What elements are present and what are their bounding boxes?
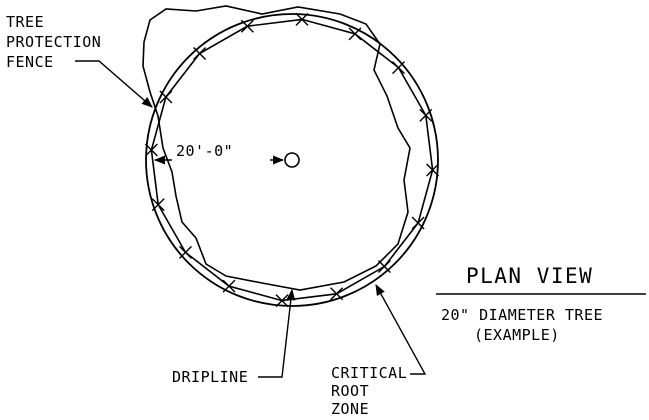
fence-post-4 [419,108,433,122]
tree-size-label: 20" DIAMETER TREE [441,306,603,324]
fence-post-6 [411,216,425,230]
fence-post-2 [348,27,362,41]
tree-trunk-circle [284,152,300,168]
dripline-leader-arrow [258,288,296,378]
fence-post-9 [275,294,289,308]
dimension-label: 20'-0" [176,142,233,160]
fence-post-5 [426,163,440,177]
root-zone-label-line-2: ROOT [331,382,369,400]
example-label: (EXAMPLE) [474,326,560,344]
fence-post-12 [151,198,165,212]
root-zone-leader-arrow [375,284,427,375]
fence-post-1 [295,12,309,26]
fence-post-11 [179,245,192,259]
dripline-label: DRIPLINE [172,368,248,386]
fence-leader-arrow [75,60,153,108]
fence-post-14 [159,90,173,104]
dripline-canopy [142,5,411,291]
fence-label-line-3: FENCE [6,53,54,71]
fence-post-8 [330,287,344,301]
fence-post-13 [144,143,158,157]
root-zone-label-line-3: ZONE [331,400,369,418]
fence-post-7 [377,260,391,273]
fence-post-3 [392,61,405,75]
fence-post-10 [222,279,236,293]
fence-post-15 [193,47,207,60]
fence-label-line-2: PROTECTION [6,33,101,51]
plan-view-title: PLAN VIEW [466,264,593,288]
fence-label-line-1: TREE [6,13,44,31]
fence-post-16 [240,19,254,33]
fence-posts [144,12,440,308]
root-zone-label-line-1: CRITICAL [331,364,407,382]
critical-root-zone-circle [145,13,439,307]
